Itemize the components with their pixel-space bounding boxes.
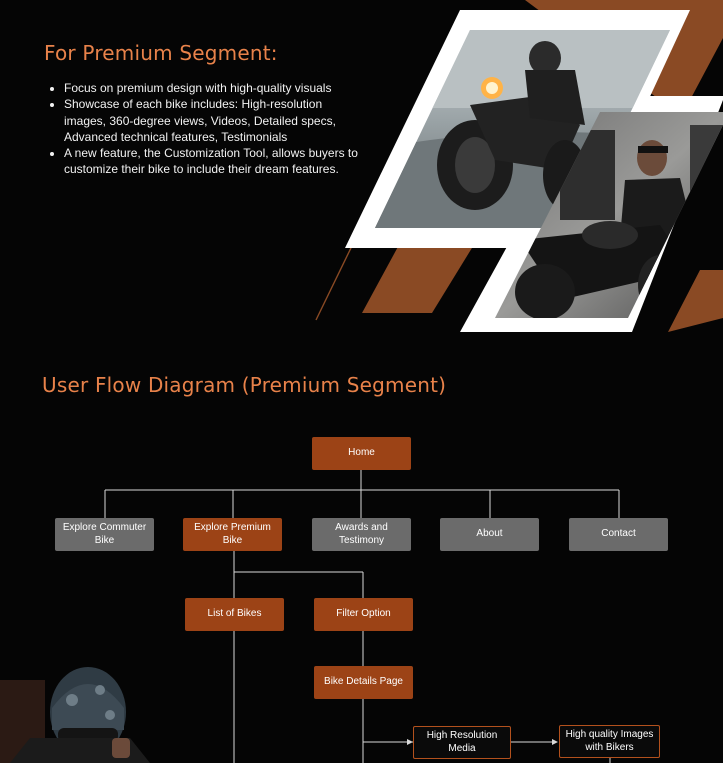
node-high-quality-images-with-bikers: High quality Images with Bikers (559, 725, 660, 758)
node-explore-commuter-bike: Explore Commuter Bike (55, 518, 154, 551)
node-bike-details-page: Bike Details Page (314, 666, 413, 699)
decor-brown-shape-bottom (668, 270, 723, 332)
node-filter-option: Filter Option (314, 598, 413, 631)
decor-brown-shape-left (362, 243, 475, 313)
node-home: Home (312, 437, 411, 470)
flow-arrowheads (407, 739, 558, 745)
node-list-of-bikes: List of Bikes (185, 598, 284, 631)
premium-segment-heading: For Premium Segment: (44, 41, 278, 65)
node-high-resolution-media: High Resolution Media (413, 726, 511, 759)
node-contact: Contact (569, 518, 668, 551)
list-item: A new feature, the Customization Tool, a… (64, 145, 364, 178)
list-item: Showcase of each bike includes: High-res… (64, 96, 364, 145)
list-item: Focus on premium design with high-qualit… (64, 80, 364, 96)
node-about: About (440, 518, 539, 551)
node-awards-and-testimony: Awards and Testimony (312, 518, 411, 551)
user-flow-heading: User Flow Diagram (Premium Segment) (42, 373, 447, 397)
flow-connectors (104, 470, 620, 763)
helmet-rider-photo (0, 667, 150, 763)
node-explore-premium-bike: Explore Premium Bike (183, 518, 282, 551)
premium-features-list: Focus on premium design with high-qualit… (48, 80, 364, 178)
